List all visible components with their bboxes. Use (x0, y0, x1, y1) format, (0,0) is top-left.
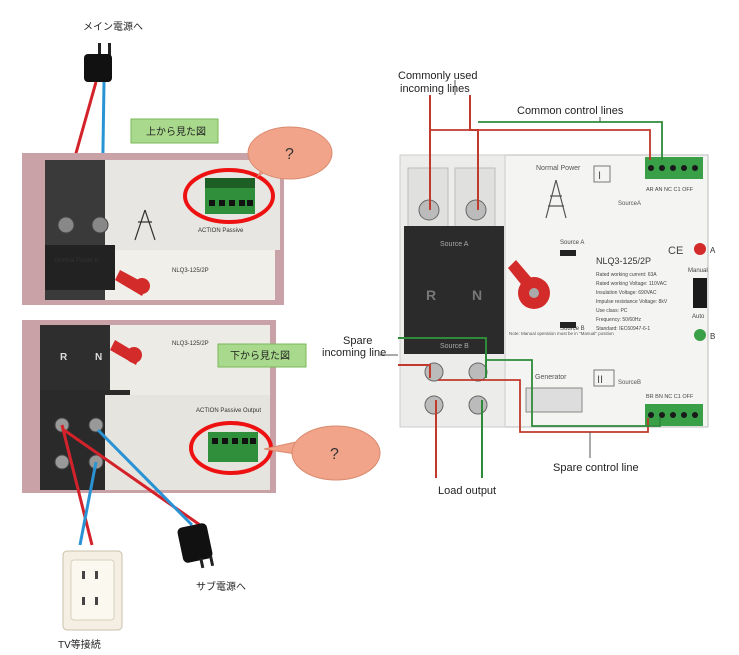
source-a-cover-label: Source A (440, 241, 469, 248)
main-power-label: メイン電源へ (83, 20, 143, 33)
device-r-label: R (426, 287, 436, 303)
rated-current: Rated working current: 63A (596, 272, 657, 278)
bottom-photo-switch-text: ACTION Passive Output (196, 408, 261, 414)
spare-control-label: Spare control line (553, 462, 639, 474)
source-b-small: Source B (560, 326, 585, 332)
wall-outlet-icon (62, 550, 123, 631)
commonly-used-label-2: incoming lines (400, 83, 470, 95)
svg-text:CE: CE (668, 245, 683, 257)
auto-text: Auto (692, 314, 705, 320)
bottom-view-label-box: 下から見た図 (217, 343, 307, 368)
tv-label: TV等接続 (58, 638, 101, 651)
spare-incoming-label-2: incoming line (322, 347, 386, 359)
question-callout-bottom: ? (263, 425, 381, 481)
source-b-text: SourceB (618, 380, 641, 386)
frequency: Frequency: 50/60Hz (596, 317, 642, 323)
common-control-label: Common control lines (517, 105, 624, 117)
manual-text: Manual (688, 268, 708, 274)
use-class: Use class: PC (596, 308, 628, 314)
top-terminal-highlight (183, 168, 275, 224)
top-view-photo: Normal Power A NLQ3-125/2P ACTION Passiv… (22, 153, 284, 305)
standard: Standard: IEC60947-6-1 (596, 326, 650, 332)
terminal-top-text: AR AN NC C1 OFF (646, 187, 694, 193)
source-b-cover-label: Source B (440, 343, 469, 350)
sub-power-plug-icon (177, 523, 215, 569)
main-power-plug-icon (84, 43, 112, 82)
device-n-label: N (472, 287, 482, 303)
bottom-photo-n: N (95, 352, 102, 363)
bottom-view-label: 下から見た図 (230, 350, 290, 362)
manual-note: Note: Manual operation must be in "Manua… (509, 331, 614, 336)
device-model: NLQ3-125/2P (596, 256, 651, 266)
commonly-used-label-1: Commonly used (398, 70, 477, 82)
svg-text:Normal Power A: Normal Power A (55, 258, 98, 264)
question-mark-bottom: ? (330, 446, 339, 463)
rated-voltage: Rated working Voltage: 110VAC (596, 281, 667, 287)
badge-a: A (710, 246, 716, 255)
badge-b: B (710, 332, 715, 341)
bottom-photo-model-text: NLQ3-125/2P (172, 341, 209, 347)
top-photo-model-text: NLQ3-125/2P (172, 268, 209, 274)
load-output-label: Load output (438, 485, 496, 497)
spare-incoming-label-1: Spare (343, 335, 372, 347)
question-callout-top: ? (247, 126, 333, 180)
top-view-label-box: 上から見た図 (130, 118, 219, 144)
bottom-photo-r: R (60, 352, 68, 363)
impulse-voltage: Impulse resistance Voltage: 8kV (596, 299, 668, 305)
terminal-bottom-text: BR BN NC C1 OFF (646, 394, 694, 400)
ats-device: Source A R N Source B Normal Power I Sou… (399, 154, 716, 428)
question-mark-top: ? (285, 146, 294, 163)
roman-two: II (597, 374, 603, 386)
roman-one: I (598, 170, 601, 182)
generator-text: Generator (535, 374, 567, 381)
sub-power-label: サブ電源へ (196, 580, 246, 593)
top-view-label: 上から見た図 (146, 126, 206, 138)
insulation-voltage: Insulation Voltage: 690VAC (596, 290, 657, 296)
source-a-small: Source A (560, 240, 584, 246)
top-photo-switch-text: ACTION Passive (198, 228, 244, 234)
normal-power-text: Normal Power (536, 165, 581, 172)
source-a-text: SourceA (618, 201, 641, 207)
